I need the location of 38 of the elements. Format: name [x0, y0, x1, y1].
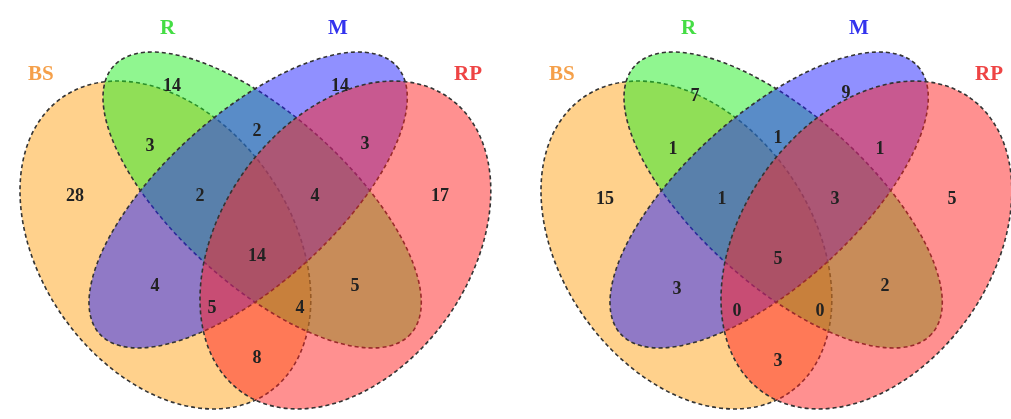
region-count: 7	[690, 85, 700, 105]
region-count: 17	[431, 185, 449, 205]
region-count: 3	[360, 133, 370, 153]
set-label: RP	[975, 62, 1003, 84]
region-count: 5	[947, 188, 957, 208]
region-count: 5	[773, 248, 783, 268]
set-label: M	[328, 16, 348, 38]
region-count: 15	[596, 188, 614, 208]
set-label: BS	[549, 62, 575, 84]
region-count: 2	[252, 120, 262, 140]
region-count: 0	[815, 300, 825, 320]
region-count: 4	[295, 297, 305, 317]
region-count: 5	[207, 297, 217, 317]
region-count: 8	[252, 347, 262, 367]
region-count: 28	[66, 185, 84, 205]
region-count: 3	[145, 135, 155, 155]
region-count: 4	[150, 275, 160, 295]
region-count: 9	[841, 82, 851, 102]
region-count: 1	[668, 138, 678, 158]
region-count: 14	[331, 75, 349, 95]
region-count: 14	[163, 75, 181, 95]
region-count: 1	[773, 127, 783, 147]
set-label: M	[849, 16, 869, 38]
set-label: BS	[28, 62, 54, 84]
region-count: 1	[717, 188, 727, 208]
region-count: 5	[350, 275, 360, 295]
region-count: 2	[880, 275, 890, 295]
set-label: R	[160, 16, 176, 38]
set-label: RP	[454, 62, 482, 84]
set-label: R	[681, 16, 697, 38]
region-count: 3	[830, 188, 840, 208]
region-count: 14	[248, 245, 266, 265]
region-count: 3	[773, 350, 783, 370]
region-count: 4	[310, 185, 320, 205]
region-count: 2	[195, 185, 205, 205]
region-count: 0	[732, 300, 742, 320]
region-count: 3	[672, 278, 682, 298]
region-count: 1	[875, 138, 885, 158]
